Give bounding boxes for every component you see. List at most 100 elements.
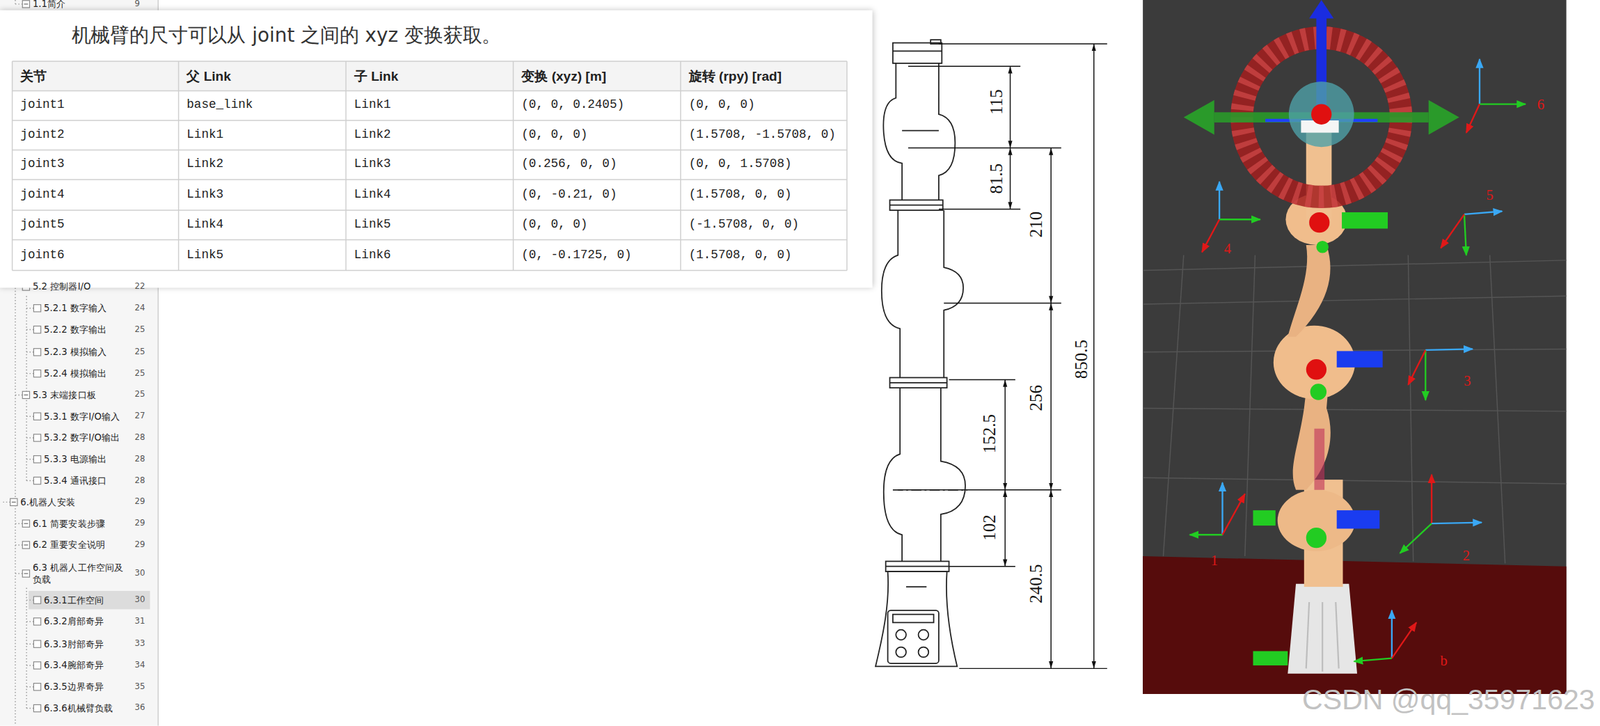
tree-branch: [26, 415, 34, 417]
table-cell: (0, -0.1725, 0): [521, 240, 632, 271]
table-cell: (0, 0, 1.5708): [688, 150, 792, 181]
page-number: 25: [135, 389, 146, 402]
tree-branch: [26, 373, 34, 374]
arm-drawing: [875, 39, 968, 667]
table-cell: (1.5708, 0, 0): [688, 240, 792, 271]
page-number: 25: [135, 323, 146, 337]
table-header: 子 Link: [354, 61, 399, 92]
tree-icon: [22, 541, 30, 549]
tree-icon: [22, 569, 30, 577]
frame-label: 2: [1462, 547, 1470, 564]
page-number: 29: [135, 517, 146, 530]
toc-entry: 6.1 简要安装步骤: [32, 517, 106, 530]
table-header: 变换 (xyz) [m]: [521, 61, 607, 92]
toc-entry: 5.2.2 数字输出: [43, 323, 108, 337]
tree-icon-minus: [23, 3, 28, 5]
dimension-value: 256: [1026, 384, 1047, 411]
tree-line: [25, 295, 27, 482]
toc-entry: 6.3 机器人工作空间及负载: [32, 560, 130, 586]
table-rule: [679, 61, 681, 271]
page-number: 29: [135, 538, 146, 552]
table-cell: base_link: [186, 90, 253, 121]
dimension-value: 81.5: [986, 163, 1008, 195]
toc-entry: 5.2 控制器I/O: [32, 280, 92, 293]
table-header: 父 Link: [186, 61, 232, 92]
toc-entry: 1.1简介: [32, 0, 66, 11]
tree-branch: [15, 572, 23, 574]
table-rule: [12, 178, 847, 180]
tree-icon: [33, 476, 41, 484]
tree-icon: [22, 519, 30, 527]
frame-label: 3: [1463, 373, 1471, 390]
table-cell: (0, -0.21, 0): [521, 179, 617, 211]
table-rule: [12, 60, 847, 62]
tree-icon: [33, 455, 41, 463]
tree-icon: [10, 498, 18, 506]
table-cell: joint2: [20, 120, 65, 151]
tree-branch: [26, 643, 34, 644]
tree-branch: [15, 544, 23, 545]
table-cell: Link2: [186, 150, 224, 181]
toc-entry: 5.3 末端接口板: [32, 389, 97, 402]
tree-icon: [33, 369, 41, 377]
table-rule: [12, 209, 847, 211]
toc-entry: 6.3.4腕部奇异: [43, 659, 104, 672]
page-number: 34: [135, 659, 146, 672]
page-number: 29: [135, 496, 146, 509]
toc-entry: 5.3.2 数字I/O输出: [43, 431, 120, 445]
table-rule: [12, 270, 847, 271]
page-number: 30: [135, 593, 146, 607]
table-cell: (0, 0, 0): [521, 120, 588, 151]
dimension-value: 102: [979, 514, 1001, 541]
frame-label: 5: [1486, 187, 1494, 204]
table-rule: [512, 61, 514, 271]
table-cell: joint1: [20, 90, 65, 121]
dimension-value: 210: [1026, 211, 1047, 238]
tree-icon-minus: [23, 572, 28, 574]
table-cell: (0.256, 0, 0): [521, 150, 617, 181]
dimension-value: 850.5: [1071, 339, 1092, 379]
page-number: 9: [135, 0, 140, 11]
table-cell: Link3: [354, 150, 392, 181]
table-rule: [11, 61, 13, 271]
toc-entry: 6.3.1工作空间: [43, 593, 104, 607]
table-cell: joint3: [20, 150, 65, 181]
tree-icon: [33, 325, 41, 333]
table-rule: [345, 61, 346, 271]
table-rule: [12, 149, 847, 151]
watermark: CSDN @qq_35971623: [1302, 683, 1596, 717]
page-number: 25: [135, 367, 146, 380]
table-cell: Link3: [186, 179, 224, 211]
page-number: 28: [135, 431, 146, 445]
dimension-lines: [897, 43, 1108, 669]
toc-entry: 5.2.4 模拟输出: [43, 367, 108, 380]
table-cell: Link2: [354, 120, 392, 151]
table-cell: Link4: [186, 210, 224, 241]
tree-branch: [26, 307, 34, 309]
page-number: 24: [135, 302, 146, 315]
page-number: 25: [135, 345, 146, 359]
table-header: 关节: [20, 61, 47, 92]
tree-icon: [33, 704, 41, 712]
tree-branch: [26, 437, 34, 438]
table-rule: [12, 90, 847, 92]
tree-icon-minus: [23, 523, 28, 525]
table-cell: joint6: [20, 240, 65, 271]
table-cell: (0, 0, 0): [688, 90, 756, 121]
toc-entry: 5.3.3 电源输出: [43, 453, 108, 466]
tree-branch: [26, 351, 34, 353]
tree-icon-minus: [23, 394, 28, 396]
tree-icon-minus: [23, 544, 28, 545]
page-number: 35: [135, 680, 146, 694]
tree-icon: [33, 618, 41, 625]
tree-icon: [22, 391, 30, 399]
table-rule: [846, 61, 847, 271]
heading: 机械臂的尺寸可以从 joint 之间的 xyz 变换获取。: [71, 22, 502, 49]
tree-branch: [26, 707, 34, 709]
tree-icon-minus: [11, 501, 17, 503]
toc-entry: 6.3.2肩部奇异: [43, 615, 104, 628]
tree-icon: [33, 304, 41, 312]
table-header-bg: [12, 61, 847, 92]
toc-entry: 5.3.1 数字I/O输入: [43, 409, 120, 423]
page-number: 33: [135, 637, 146, 651]
